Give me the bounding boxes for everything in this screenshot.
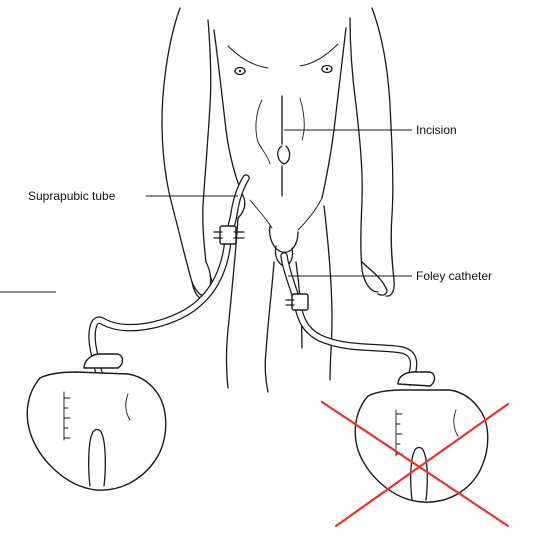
suprapubic-tube-connector <box>214 226 244 244</box>
incision-label: Incision <box>416 123 457 137</box>
left-nipple <box>235 68 245 75</box>
left-arm-inner <box>203 20 211 262</box>
right-arm-outline <box>372 8 394 296</box>
chest-right <box>300 44 338 66</box>
suprapubic-tube <box>92 178 246 376</box>
right-thigh-outer <box>324 206 332 380</box>
right-nipple <box>322 66 332 73</box>
left-drainage-bag <box>27 354 166 490</box>
torso-figure <box>162 8 394 392</box>
foley-catheter-tube <box>284 256 414 382</box>
right-arm-inner <box>350 18 378 292</box>
right-hand <box>362 262 387 295</box>
abdomen-left-contour <box>256 100 270 164</box>
torso-right-side <box>322 28 346 198</box>
chest-left <box>228 46 268 68</box>
groin-left <box>250 200 272 228</box>
groin-right <box>298 198 322 230</box>
foley-connector <box>286 294 308 310</box>
suprapubic-tube-label: Suprapubic tube <box>28 189 116 203</box>
abdomen-right-contour <box>300 98 304 140</box>
genital-outline <box>270 226 298 252</box>
navel <box>278 146 290 164</box>
left-thigh-inner <box>265 262 274 392</box>
foley-catheter-label: Foley catheter <box>416 269 492 283</box>
